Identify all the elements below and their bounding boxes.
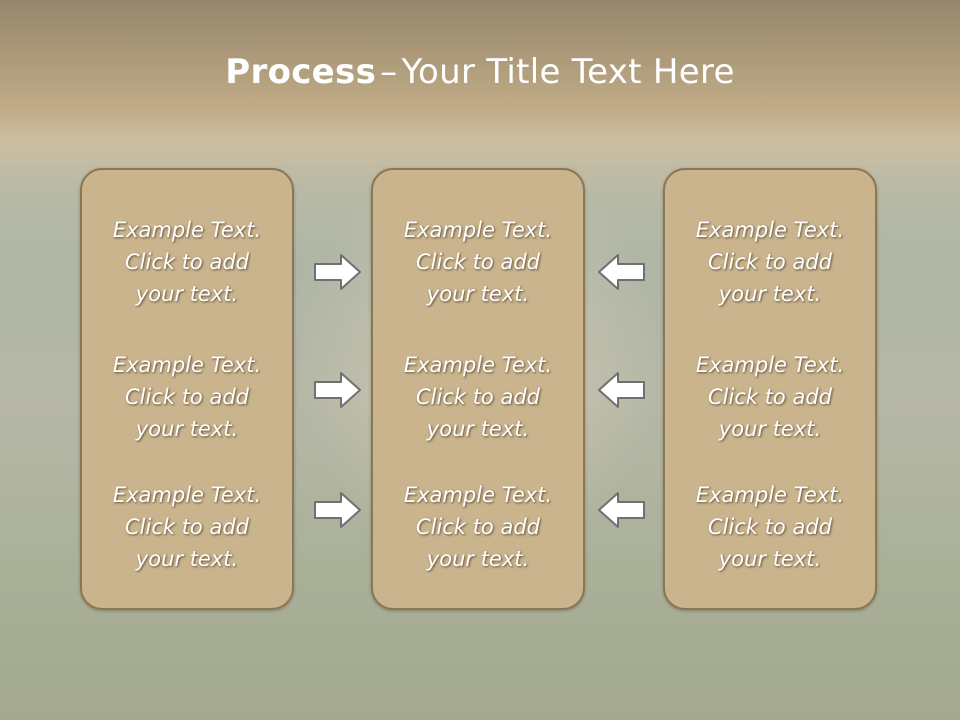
left-arrow-icon	[598, 254, 645, 290]
text-line: Example Text.	[112, 353, 262, 377]
text-line: Click to add	[124, 250, 249, 274]
text-line: your text.	[718, 282, 822, 306]
text-line: Click to add	[415, 385, 540, 409]
text-placeholder[interactable]: Example Text. Click to add your text.	[82, 349, 292, 445]
text-line: Click to add	[707, 385, 832, 409]
left-arrow-icon	[598, 372, 645, 408]
right-arrow-icon	[314, 372, 361, 408]
text-line: Click to add	[707, 250, 832, 274]
text-line: your text.	[135, 547, 239, 571]
text-line: your text.	[135, 282, 239, 306]
left-arrow-icon	[598, 492, 645, 528]
title-bold: Process	[225, 52, 377, 92]
text-placeholder[interactable]: Example Text. Click to add your text.	[373, 479, 583, 575]
text-line: your text.	[426, 417, 530, 441]
text-line: Example Text.	[403, 218, 553, 242]
text-line: Example Text.	[403, 353, 553, 377]
text-line: your text.	[718, 417, 822, 441]
process-box-right[interactable]: Example Text. Click to add your text. Ex…	[663, 168, 877, 610]
text-line: Click to add	[124, 385, 249, 409]
slide-title[interactable]: Process–Your Title Text Here	[0, 52, 960, 92]
text-placeholder[interactable]: Example Text. Click to add your text.	[665, 214, 875, 310]
text-line: Click to add	[707, 515, 832, 539]
title-rest: Your Title Text Here	[401, 52, 735, 92]
text-placeholder[interactable]: Example Text. Click to add your text.	[373, 214, 583, 310]
text-placeholder[interactable]: Example Text. Click to add your text.	[82, 479, 292, 575]
process-box-left[interactable]: Example Text. Click to add your text. Ex…	[80, 168, 294, 610]
text-line: your text.	[426, 282, 530, 306]
right-arrow-icon	[314, 254, 361, 290]
text-line: Click to add	[415, 250, 540, 274]
right-arrow-icon	[314, 492, 361, 528]
process-box-center[interactable]: Example Text. Click to add your text. Ex…	[371, 168, 585, 610]
text-line: Example Text.	[695, 483, 845, 507]
title-dash: –	[380, 52, 398, 92]
text-placeholder[interactable]: Example Text. Click to add your text.	[373, 349, 583, 445]
text-line: Click to add	[415, 515, 540, 539]
text-line: Example Text.	[695, 353, 845, 377]
text-line: your text.	[718, 547, 822, 571]
text-placeholder[interactable]: Example Text. Click to add your text.	[82, 214, 292, 310]
text-line: Example Text.	[112, 483, 262, 507]
text-line: your text.	[135, 417, 239, 441]
text-line: Example Text.	[112, 218, 262, 242]
text-line: Click to add	[124, 515, 249, 539]
text-placeholder[interactable]: Example Text. Click to add your text.	[665, 479, 875, 575]
text-line: your text.	[426, 547, 530, 571]
text-line: Example Text.	[695, 218, 845, 242]
text-line: Example Text.	[403, 483, 553, 507]
text-placeholder[interactable]: Example Text. Click to add your text.	[665, 349, 875, 445]
